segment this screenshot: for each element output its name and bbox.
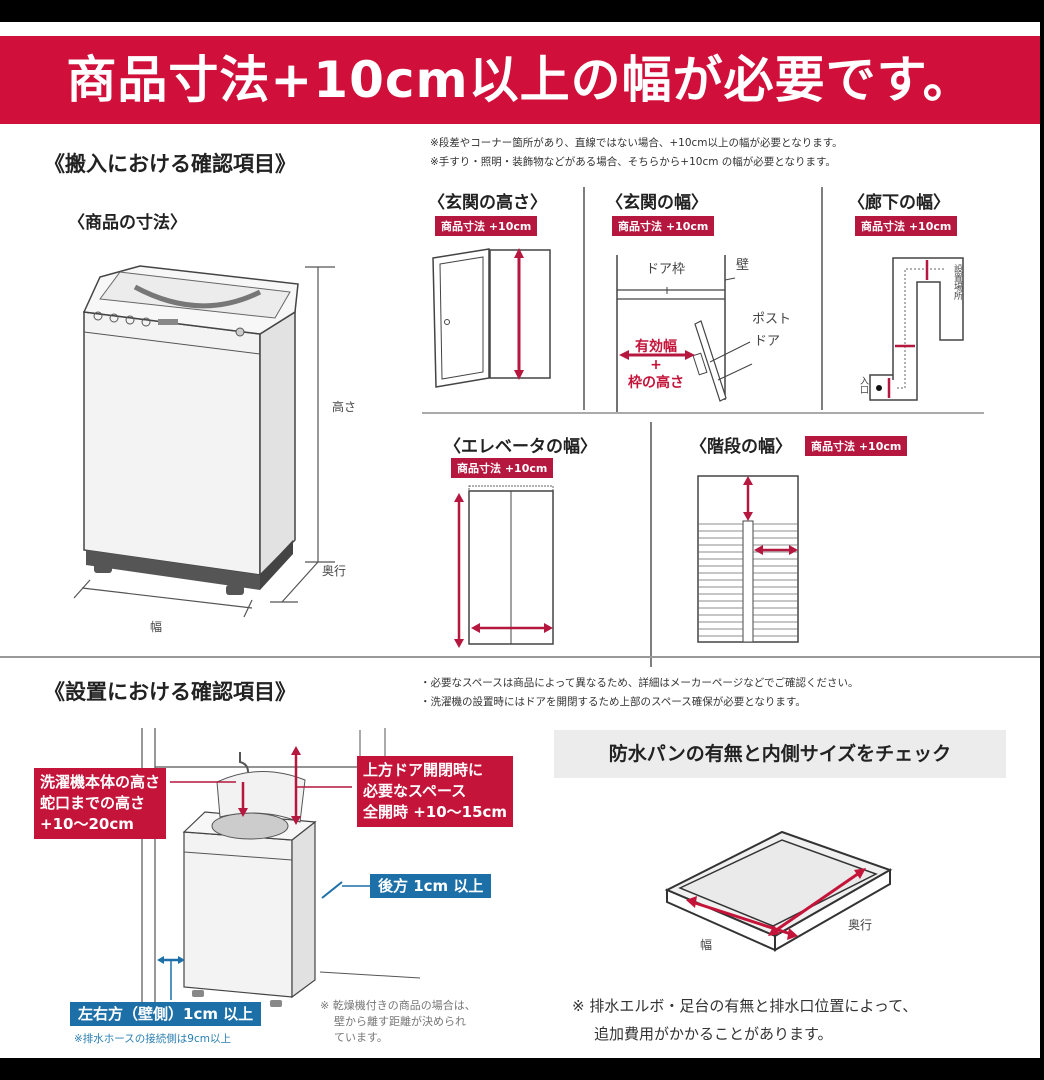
dryer-note: ※ 乾燥機付きの商品の場合は、 壁から離す距離が決められ ています。 bbox=[320, 998, 476, 1046]
elevator-width-title: 〈エレベータの幅〉 bbox=[444, 437, 597, 457]
formula-effective-width: 有効幅 bbox=[635, 339, 677, 355]
stairs-width-title: 〈階段の幅〉 bbox=[690, 437, 792, 457]
lid-callout-line-2: 必要なスペース bbox=[363, 782, 467, 800]
install-location-label: 設置場所 bbox=[952, 264, 962, 300]
entrance-door-illustration bbox=[432, 187, 823, 410]
waterproof-pan-diagram bbox=[664, 830, 893, 952]
dryer-note-line-2: 壁から離す距離が決められ bbox=[334, 1015, 466, 1028]
delivery-heading: 《搬入における確認項目》 bbox=[44, 152, 296, 176]
hose-note: ※排水ホースの接続側は9cm以上 bbox=[74, 1033, 231, 1045]
faucet-callout-line-3: +10〜20cm bbox=[40, 815, 134, 833]
pan-note-line-1: ※ 排水エルボ・足台の有無と排水口位置によって、 bbox=[572, 997, 918, 1015]
product-dimensions-title: 〈商品の寸法〉 bbox=[68, 213, 187, 233]
faucet-height-callout: 洗濯機本体の高さ 蛇口までの高さ +10〜20cm bbox=[34, 768, 167, 839]
delivery-note-1: ※段差やコーナー箇所があり、直線ではない場合、+10cm以上の幅が必要となります… bbox=[430, 137, 843, 149]
diagram-divider bbox=[422, 412, 984, 414]
section-divider bbox=[0, 656, 1040, 658]
elevator-diagram bbox=[454, 422, 652, 667]
pan-note: ※ 排水エルボ・足台の有無と排水口位置によって、 追加費用がかかることがあります… bbox=[572, 992, 917, 1048]
effective-width-formula: 有効幅 + 枠の高さ bbox=[626, 338, 686, 392]
product-height-label: 高さ bbox=[332, 400, 357, 414]
wall-label: 壁 bbox=[736, 258, 750, 273]
entrance-width-diagram bbox=[616, 255, 753, 412]
installation-heading: 《設置における確認項目》 bbox=[44, 680, 296, 704]
formula-plus: + bbox=[650, 357, 662, 373]
formula-frame-height: 枠の高さ bbox=[628, 375, 684, 391]
stairs-diagram bbox=[697, 475, 799, 643]
entrance-width-title: 〈玄関の幅〉 bbox=[606, 193, 708, 213]
hallway-width-tag: 商品寸法 +10cm bbox=[855, 216, 958, 236]
lid-callout-line-1: 上方ドア開閉時に bbox=[363, 761, 484, 779]
washing-machine-illustration bbox=[73, 265, 335, 618]
pan-note-line-2: 追加費用がかかることがあります。 bbox=[594, 1025, 833, 1043]
door-frame-label: ドア枠 bbox=[646, 262, 686, 277]
side-clearance-callout: 左右方（壁側）1cm 以上 bbox=[70, 1002, 262, 1026]
pan-depth-label: 奥行 bbox=[848, 918, 873, 932]
entrance-height-tag: 商品寸法 +10cm bbox=[435, 216, 538, 236]
hallway-diagram bbox=[869, 257, 964, 401]
stairs-width-tag: 商品寸法 +10cm bbox=[805, 436, 908, 456]
dryer-note-line-3: ています。 bbox=[334, 1031, 388, 1044]
entrance-width-tag: 商品寸法 +10cm bbox=[612, 216, 715, 236]
hallway-width-title: 〈廊下の幅〉 bbox=[848, 193, 950, 213]
dryer-note-line-1: ※ 乾燥機付きの商品の場合は、 bbox=[320, 999, 476, 1012]
delivery-note-2: ※手すり・照明・装飾物などがある場合、そちらから+10cm の幅が必要となります… bbox=[430, 156, 836, 168]
installation-illustration bbox=[141, 728, 421, 1022]
product-depth-label: 奥行 bbox=[322, 564, 347, 578]
waterproof-pan-title: 防水パンの有無と内側サイズをチェック bbox=[554, 730, 1006, 778]
pan-width-label: 幅 bbox=[700, 938, 713, 952]
faucet-callout-line-2: 蛇口までの高さ bbox=[40, 794, 146, 812]
entrance-label: 入口 bbox=[858, 376, 868, 394]
faucet-callout-line-1: 洗濯機本体の高さ bbox=[40, 773, 161, 791]
lid-callout-line-3: 全開時 +10〜15cm bbox=[363, 803, 508, 821]
product-width-label: 幅 bbox=[150, 620, 163, 634]
installation-note-2: ・洗濯機の設置時にはドアを開閉するため上部のスペース確保が必要となります。 bbox=[420, 696, 806, 708]
headline-banner: 商品寸法+10cm以上の幅が必要です。 bbox=[0, 36, 1040, 124]
mail-slot-label: ポスト bbox=[752, 312, 792, 327]
installation-note-1: ・必要なスペースは商品によって異なるため、詳細はメーカーページなどでご確認くださ… bbox=[420, 677, 859, 689]
back-clearance-callout: 後方 1cm 以上 bbox=[370, 874, 492, 898]
elevator-width-tag: 商品寸法 +10cm bbox=[451, 458, 554, 478]
entrance-height-title: 〈玄関の高さ〉 bbox=[428, 193, 547, 213]
infographic-page: 商品寸法+10cm以上の幅が必要です。 《搬入における確認項目》 ※段差やコーナ… bbox=[0, 22, 1040, 1058]
lid-clearance-callout: 上方ドア開閉時に 必要なスペース 全開時 +10〜15cm bbox=[357, 756, 514, 827]
door-label: ドア bbox=[754, 334, 781, 349]
